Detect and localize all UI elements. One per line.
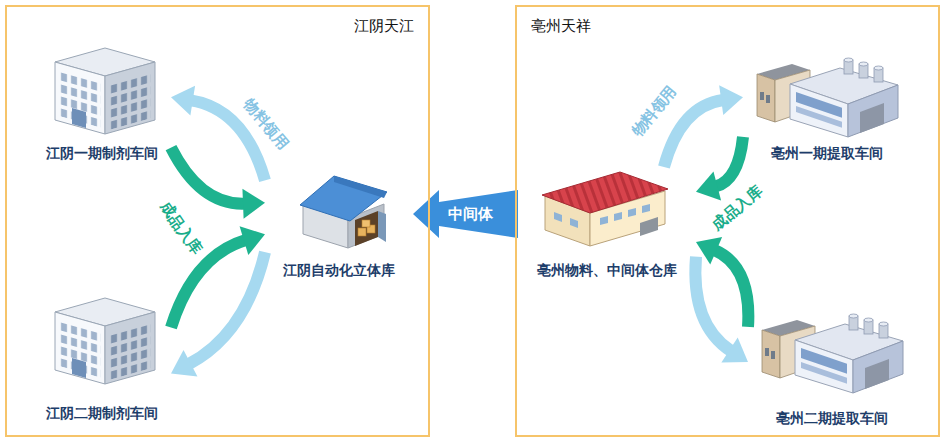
- region-heading: 江阴天江: [354, 17, 414, 36]
- curved-arrow: [696, 137, 743, 201]
- flow-label: 成品入库: [708, 182, 766, 234]
- arrow-shaft: [171, 148, 245, 204]
- facility-label: 亳州一期提取车间: [743, 144, 911, 162]
- factory-icon: [762, 314, 903, 393]
- arrow-shaft: [664, 100, 723, 167]
- flow-label: 物料领用: [628, 82, 680, 140]
- arrow-head: [721, 337, 748, 362]
- region-heading: 亳州天祥: [531, 17, 591, 36]
- facility-label: 江阴一期制剂车间: [33, 144, 171, 162]
- warehouse-icon: [542, 172, 668, 246]
- arrow-head: [242, 189, 265, 219]
- flow-label: 成品入库: [157, 199, 206, 258]
- facility-node: 亳州物料、中间体仓库: [518, 167, 696, 279]
- factory-icon: [757, 58, 898, 137]
- facility-node: 江阴一期制剂车间: [33, 42, 171, 162]
- curved-arrow: [171, 226, 265, 327]
- flow-label: 中间体: [448, 205, 493, 223]
- curved-arrow: [171, 148, 265, 219]
- office-building-icon: [55, 298, 155, 384]
- facility-label: 亳州物料、中间体仓库: [518, 261, 696, 279]
- facility-node: 江阴二期制剂车间: [33, 287, 171, 422]
- facility-label: 江阴自动化立体库: [265, 261, 413, 279]
- arrow-head: [171, 350, 197, 377]
- facility-label: 江阴二期制剂车间: [33, 404, 171, 422]
- arrow-head: [719, 85, 743, 115]
- site-region: 亳州天祥亳州一期提取车间亳州物料、中间体仓库亳州二期提取车间: [515, 5, 940, 437]
- curved-arrow: [695, 257, 748, 363]
- curved-arrow: [171, 252, 265, 376]
- facility-node: 亳州二期提取车间: [748, 297, 916, 427]
- arrow-head: [240, 226, 265, 255]
- arrow-shaft: [714, 250, 748, 327]
- arrow-head: [696, 172, 721, 201]
- facility-label: 亳州二期提取车间: [748, 409, 916, 427]
- site-region: 江阴天江江阴一期制剂车间江阴自动化立体库江阴二期制剂车间: [5, 5, 430, 437]
- arrow-shaft: [191, 100, 265, 180]
- facility-node: 亳州一期提取车间: [743, 42, 911, 162]
- arrow-head: [171, 86, 195, 116]
- arrow-shaft: [695, 257, 731, 352]
- arrow-shaft: [189, 252, 265, 364]
- facility-node: 江阴自动化立体库: [265, 167, 413, 279]
- curved-arrow: [664, 85, 743, 167]
- arrow-shaft: [715, 137, 743, 187]
- office-building-icon: [55, 48, 155, 134]
- flow-label: 物料领用: [240, 95, 292, 153]
- warehouse-icon: [300, 176, 387, 248]
